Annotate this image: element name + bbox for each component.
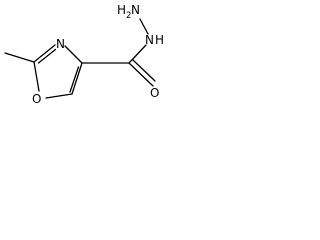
- bond-c4-c5-inner: [69, 66, 80, 93]
- atom-labels: H 2 N N H N O O: [32, 3, 164, 106]
- atom-amine-subscript: 2: [126, 11, 131, 21]
- bond-n3-c4: [64, 45, 83, 64]
- bond-carbonyl-o-inner: [132, 59, 156, 82]
- bond-carbonyl-o: [128, 62, 154, 87]
- bond-o1-c2: [33, 61, 40, 92]
- chemical-structure: H 2 N N H N O O: [4, 3, 164, 106]
- bond-c2-n3: [33, 44, 56, 63]
- atom-hydrazide-h: H: [155, 33, 164, 47]
- bond-c4-c5: [71, 62, 83, 95]
- bond-methyl-c2: [4, 52, 35, 63]
- bond-layer: [4, 18, 156, 99]
- atom-ring-o: O: [32, 92, 41, 106]
- atom-amine-h: H: [117, 3, 126, 17]
- atom-ring-n: N: [56, 37, 65, 51]
- atom-amine-n: N: [131, 3, 140, 17]
- bond-c2-n3-inner: [37, 48, 57, 64]
- bond-nh-nh2: [139, 18, 149, 35]
- bond-c5-o1: [45, 93, 73, 99]
- atom-hydrazide-n: N: [145, 33, 154, 47]
- bond-carbonyl-nh: [128, 44, 147, 64]
- atom-carbonyl-o: O: [150, 86, 159, 100]
